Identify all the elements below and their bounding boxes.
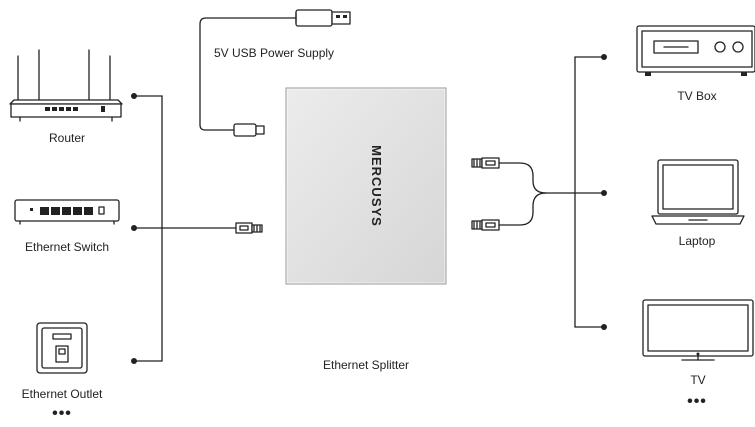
router-icon xyxy=(9,49,123,122)
ethernet-switch-icon xyxy=(14,199,120,225)
ethernet-outlet-label: Ethernet Outlet xyxy=(21,387,103,401)
power-supply-label: 5V USB Power Supply xyxy=(214,46,335,60)
tvbox-port-dot xyxy=(601,54,607,60)
laptop-port-dot xyxy=(601,190,607,196)
router-label: Router xyxy=(48,131,86,145)
ethernet-switch-label: Ethernet Switch xyxy=(24,240,110,254)
laptop-label: Laptop xyxy=(678,234,716,248)
more-devices-right: ••• xyxy=(687,393,707,410)
tv-box-label: TV Box xyxy=(677,89,717,103)
left-connector-lines xyxy=(133,95,237,362)
micro-usb-plug xyxy=(233,123,265,137)
splitter-label: Ethernet Splitter xyxy=(322,358,410,372)
brand-wordmark: MERCUSYS xyxy=(369,145,384,227)
ethernet-splitter-device xyxy=(285,87,447,285)
ethernet-outlet-icon xyxy=(36,322,88,374)
more-devices-left: ••• xyxy=(52,405,72,422)
tv-label: TV xyxy=(690,373,706,387)
usb-power-cable xyxy=(199,9,351,131)
tv-icon xyxy=(642,299,754,361)
laptop-icon xyxy=(651,159,745,225)
tv-port-dot xyxy=(601,324,607,330)
rj45-plug-input xyxy=(235,222,263,234)
switch-port-dot xyxy=(131,225,137,231)
right-connector-lines xyxy=(498,56,605,328)
rj45-plug-output-2 xyxy=(471,219,500,231)
tv-box-icon xyxy=(636,25,755,76)
rj45-plug-output-1 xyxy=(471,157,500,169)
outlet-port-dot xyxy=(131,358,137,364)
router-port-dot xyxy=(131,93,137,99)
